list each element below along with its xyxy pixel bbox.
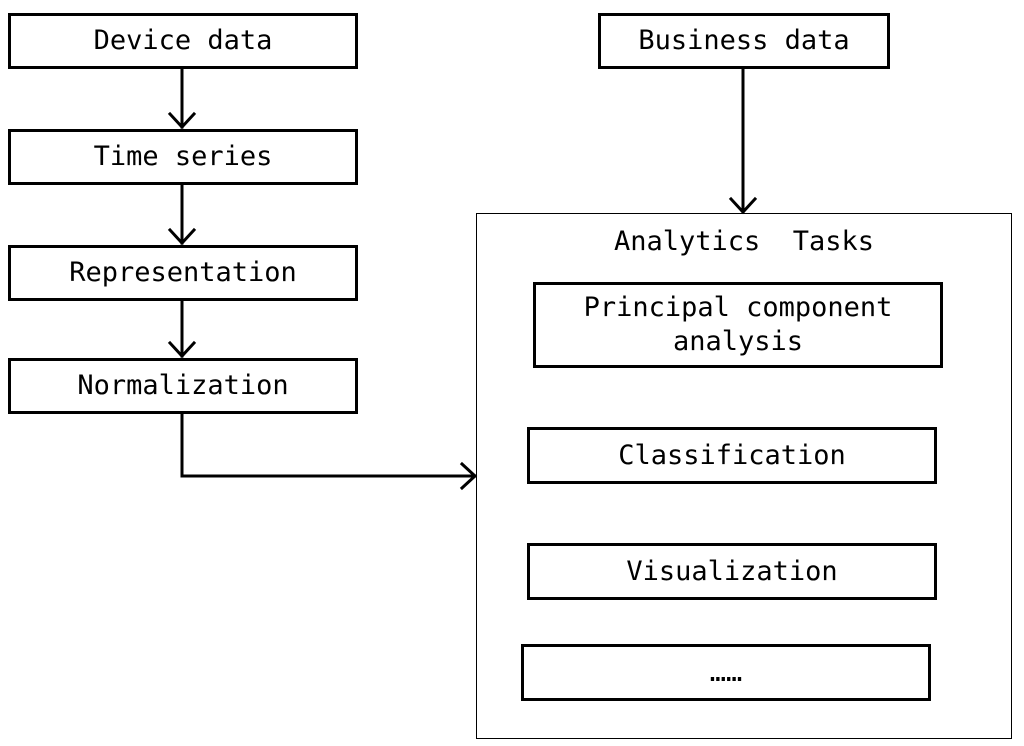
analytics-tasks-title: Analytics Tasks	[613, 226, 875, 257]
task-more-label: ……	[709, 656, 743, 688]
business-data-label: Business data	[638, 25, 850, 57]
normalization-box: Normalization	[8, 358, 358, 414]
task-more-box: ……	[521, 644, 931, 701]
representation-label: Representation	[69, 257, 297, 289]
task-visualization-label: Visualization	[626, 555, 838, 587]
arrow-normalization-to-analytics	[180, 412, 477, 478]
arrowhead-device-to-timeseries	[167, 111, 197, 130]
device-data-box: Device data	[8, 13, 358, 69]
normalization-label: Normalization	[77, 370, 289, 402]
task-pca-box: Principal component analysis	[533, 282, 943, 368]
arrowhead-normalization-to-analytics	[459, 461, 478, 491]
task-visualization-box: Visualization	[527, 543, 937, 600]
arrowhead-timeseries-to-representation	[167, 227, 197, 246]
time-series-box: Time series	[8, 129, 358, 185]
device-data-label: Device data	[93, 25, 273, 57]
arrowhead-business-to-analytics	[728, 196, 758, 215]
time-series-label: Time series	[93, 141, 273, 173]
task-pca-label: Principal component analysis	[583, 292, 893, 357]
task-classification-box: Classification	[527, 427, 937, 484]
arrowhead-representation-to-normalization	[167, 340, 197, 359]
task-classification-label: Classification	[618, 439, 846, 471]
